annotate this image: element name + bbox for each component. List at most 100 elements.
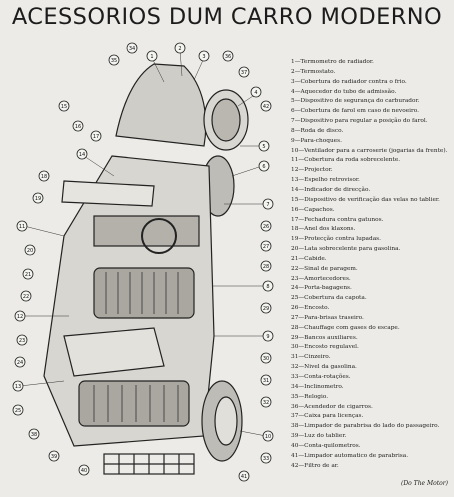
legend-item: 3—Cobertura do radiador contra o frio. — [291, 78, 407, 85]
callout-marker: 31 — [260, 374, 272, 386]
callout-marker: 19 — [32, 192, 44, 204]
legend-item: 32—Nivel da gasolina. — [291, 364, 357, 371]
callout-marker: 12 — [14, 310, 26, 322]
luggage-rack-shape — [103, 453, 195, 475]
svg-text:1: 1 — [150, 54, 153, 60]
bonnet-shape — [115, 63, 207, 147]
svg-text:10: 10 — [265, 434, 271, 440]
legend-item: 19—Protecção contra lupadas. — [291, 236, 381, 243]
legend-item: 26—Encosto. — [291, 305, 330, 312]
legend-item: 34—Inclinometro. — [291, 383, 344, 390]
callout-marker: 4 — [250, 86, 262, 98]
callout-marker: 10 — [262, 430, 274, 442]
callout-marker: 39 — [48, 450, 60, 462]
legend-item: 36—Acendedor de cigarros. — [291, 403, 373, 410]
callout-marker: 6 — [258, 160, 270, 172]
legend-item: 12—Projector. — [291, 167, 333, 174]
steering-wheel-shape — [141, 218, 177, 254]
callout-marker: 34 — [126, 42, 138, 54]
legend-item: 40—Conta-quilometros. — [291, 442, 361, 449]
callout-marker: 14 — [76, 148, 88, 160]
legend-list: 1—Termometro de radiador. 2—Termostato. … — [291, 58, 451, 471]
callout-marker: 23 — [16, 334, 28, 346]
legend-item: 7—Dispositivo para regular a posição do … — [291, 118, 428, 125]
svg-text:21: 21 — [25, 272, 31, 278]
svg-text:41: 41 — [241, 474, 247, 480]
car-illustration: 1 2 3 4 5 6 7 8 9 10 11 12 13 14 15 16 1… — [12, 42, 274, 482]
legend-item: 35—Relogio. — [291, 393, 329, 400]
legend-item: 31—Cinzeiro. — [291, 354, 331, 361]
legend-item: 11—Cobertura da roda sobrecelente. — [291, 157, 401, 164]
callout-marker: 3 — [198, 50, 210, 62]
svg-text:25: 25 — [15, 408, 21, 414]
windscreen-shape — [61, 180, 155, 207]
legend-item: 18—Anel dos klaxons. — [291, 226, 356, 233]
callout-marker: 30 — [260, 352, 272, 364]
page-title: ACESSORIOS DUM CARRO MODERNO — [11, 4, 443, 30]
legend-item: 27—Para-brisas traseiro. — [291, 314, 364, 321]
callout-marker: 7 — [262, 198, 274, 210]
svg-text:42: 42 — [263, 104, 269, 110]
callout-marker: 2 — [174, 42, 186, 54]
legend-item: 4—Aquecedor do tubo de admissão. — [291, 88, 397, 95]
legend-item: 8—Roda de disco. — [291, 127, 344, 134]
svg-text:28: 28 — [263, 264, 269, 270]
svg-text:39: 39 — [51, 454, 57, 460]
legend-item: 42—Filtro de ar. — [291, 462, 339, 469]
callout-marker: 16 — [72, 120, 84, 132]
callout-marker: 25 — [12, 404, 24, 416]
callout-marker: 37 — [238, 66, 250, 78]
svg-text:31: 31 — [263, 378, 269, 384]
callout-marker: 1 — [146, 50, 158, 62]
legend-item: 22—Sinal de paragem. — [291, 265, 358, 272]
rear-screen-shape — [63, 327, 165, 377]
callout-marker: 11 — [16, 220, 28, 232]
callout-marker: 15 — [58, 100, 70, 112]
legend-item: 20—Lata sobrecelente para gasolina. — [291, 246, 401, 253]
legend-item: 10—Ventilador para a carroserie (jogaria… — [291, 147, 448, 154]
callout-marker: 26 — [260, 220, 272, 232]
callout-markers: 1 2 3 4 5 6 7 8 9 10 11 12 13 14 15 16 1… — [12, 42, 274, 482]
callout-marker: 32 — [260, 396, 272, 408]
callout-marker: 41 — [238, 470, 250, 482]
legend-item: 5—Dispositivo de segurança do carburador… — [291, 98, 420, 105]
callout-marker: 35 — [108, 54, 120, 66]
svg-text:29: 29 — [263, 306, 269, 312]
legend-item: 15—Dispositivo de verificação das velas … — [291, 196, 440, 203]
callout-marker: 5 — [258, 140, 270, 152]
callout-marker: 40 — [78, 464, 90, 476]
callout-marker: 21 — [22, 268, 34, 280]
svg-text:6: 6 — [262, 164, 265, 170]
svg-text:18: 18 — [41, 174, 47, 180]
svg-text:22: 22 — [23, 294, 29, 300]
callout-marker: 20 — [24, 244, 36, 256]
callout-marker: 27 — [260, 240, 272, 252]
callout-marker: 9 — [262, 330, 274, 342]
svg-text:27: 27 — [263, 244, 269, 250]
svg-text:17: 17 — [93, 134, 99, 140]
svg-text:35: 35 — [111, 58, 117, 64]
legend-item: 28—Chauffage com gases do escape. — [291, 324, 400, 331]
legend-item: 39—Luz do tablier. — [291, 433, 347, 440]
rear-seat-shape — [78, 380, 190, 427]
legend-item: 14—Indicador de direcção. — [291, 186, 371, 193]
svg-text:16: 16 — [75, 124, 81, 130]
callout-marker: 22 — [20, 290, 32, 302]
legend-item: 29—Bancos auxiliares. — [291, 334, 358, 341]
svg-text:13: 13 — [15, 384, 21, 390]
svg-text:30: 30 — [263, 356, 269, 362]
callout-marker: 42 — [260, 100, 272, 112]
legend-item: 37—Caixa para licenças. — [291, 413, 364, 420]
legend-item: 2—Termostato. — [291, 68, 336, 75]
svg-text:9: 9 — [266, 334, 269, 340]
callout-marker: 24 — [14, 356, 26, 368]
legend-item: 21—Cabide. — [291, 255, 327, 262]
svg-text:24: 24 — [17, 360, 23, 366]
svg-text:3: 3 — [202, 54, 205, 60]
callout-marker: 28 — [260, 260, 272, 272]
callout-marker: 33 — [260, 452, 272, 464]
legend-item: 24—Porta-bagagens. — [291, 285, 352, 292]
legend-item: 41—Limpador automatico de parabrisa. — [291, 452, 409, 459]
svg-text:34: 34 — [129, 46, 135, 52]
legend-item: 6—Cobertura de farol em caso de nevoeiro… — [291, 108, 419, 115]
